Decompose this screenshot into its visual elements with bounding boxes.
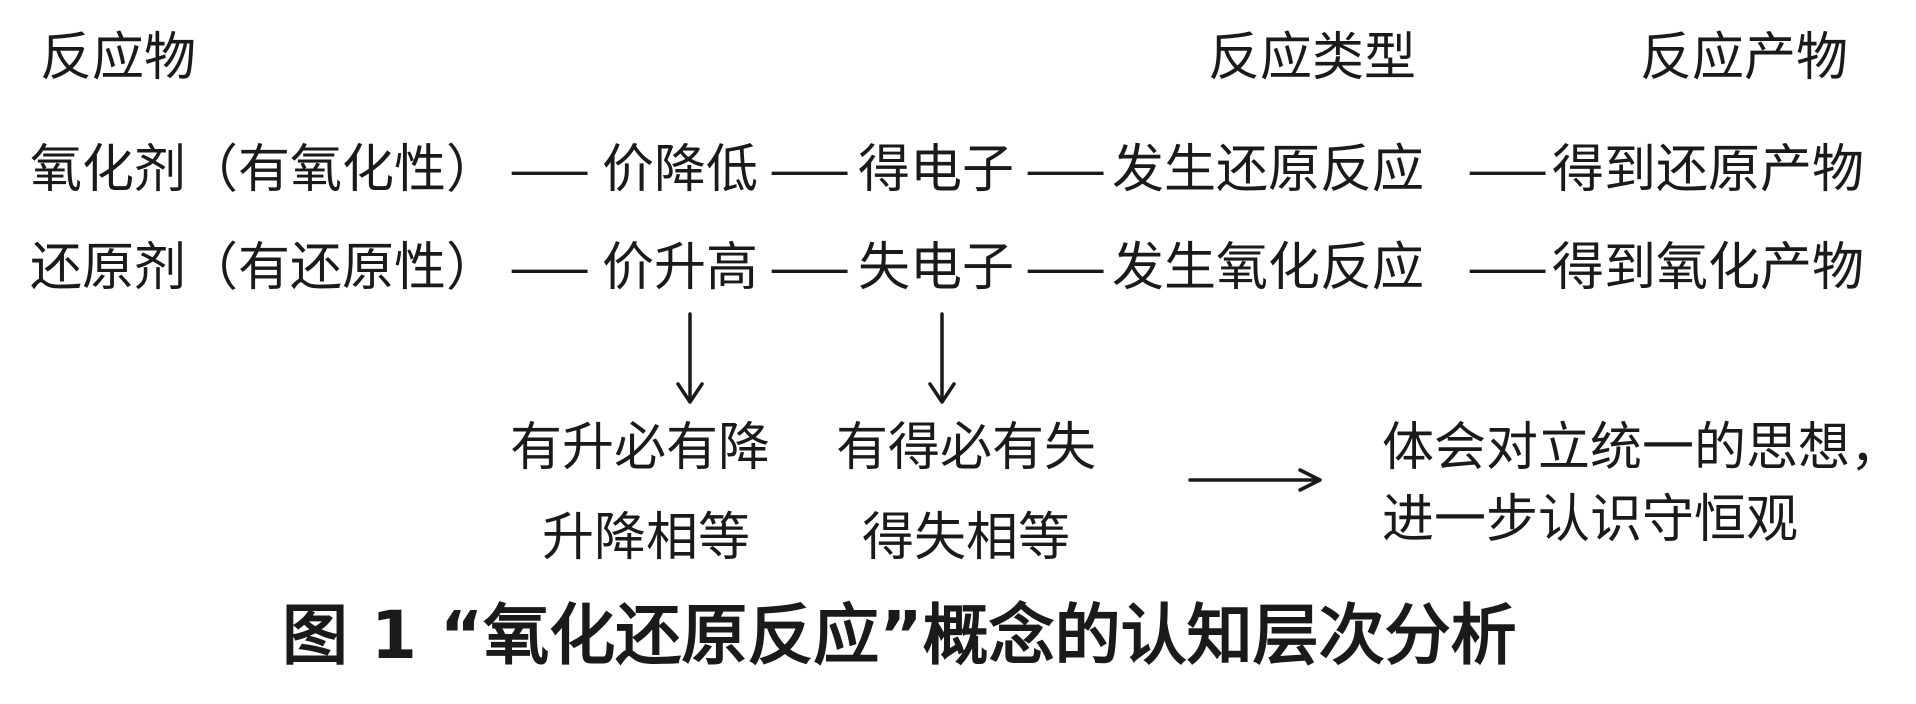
- down-arrow-electrons: [928, 312, 956, 404]
- idea-conclusion-line1: 体会对立统一的思想，: [1382, 418, 1903, 478]
- row-oxidant-product: 得到还原产物: [1552, 140, 1865, 200]
- electron-conclusion-line1: 有得必有失: [836, 418, 1097, 478]
- row-oxidant-connector-3: —: [1024, 140, 1108, 200]
- row-oxidant-connector-1: —: [508, 140, 592, 200]
- row-oxidant-connector-2: —: [768, 140, 852, 200]
- row-reductant-connector-3: —: [1024, 238, 1108, 298]
- right-arrow-idea: [1188, 468, 1322, 492]
- figure-caption: 图 1 “氧化还原反应”概念的认知层次分析: [282, 597, 1517, 674]
- header-reactant: 反应物: [40, 28, 197, 88]
- row-oxidant-electrons: 得电子: [858, 140, 1015, 200]
- valence-conclusion-line2: 升降相等: [542, 508, 751, 568]
- row-reductant-electrons: 失电子: [858, 238, 1015, 298]
- row-oxidant-valence: 价降低: [602, 140, 759, 200]
- row-reductant-valence: 价升高: [602, 238, 759, 298]
- idea-conclusion-line2: 进一步认识守恒观: [1382, 490, 1799, 550]
- down-arrow-valence: [676, 312, 704, 404]
- valence-conclusion-line1: 有升必有降: [510, 418, 771, 478]
- row-reductant-reaction: 发生氧化反应: [1112, 238, 1425, 298]
- header-product: 反应产物: [1640, 28, 1849, 88]
- row-reductant-product: 得到氧化产物: [1552, 238, 1865, 298]
- row-reductant-connector-4: —: [1466, 238, 1550, 298]
- header-reaction-type: 反应类型: [1208, 28, 1417, 88]
- row-oxidant-reaction: 发生还原反应: [1112, 140, 1425, 200]
- row-oxidant-connector-4: —: [1466, 140, 1550, 200]
- electron-conclusion-line2: 得失相等: [862, 508, 1071, 568]
- row-reductant-agent: 还原剂（有还原性）: [30, 238, 499, 298]
- row-reductant-connector-2: —: [768, 238, 852, 298]
- row-reductant-connector-1: —: [508, 238, 592, 298]
- row-oxidant-agent: 氧化剂（有氧化性）: [30, 140, 499, 200]
